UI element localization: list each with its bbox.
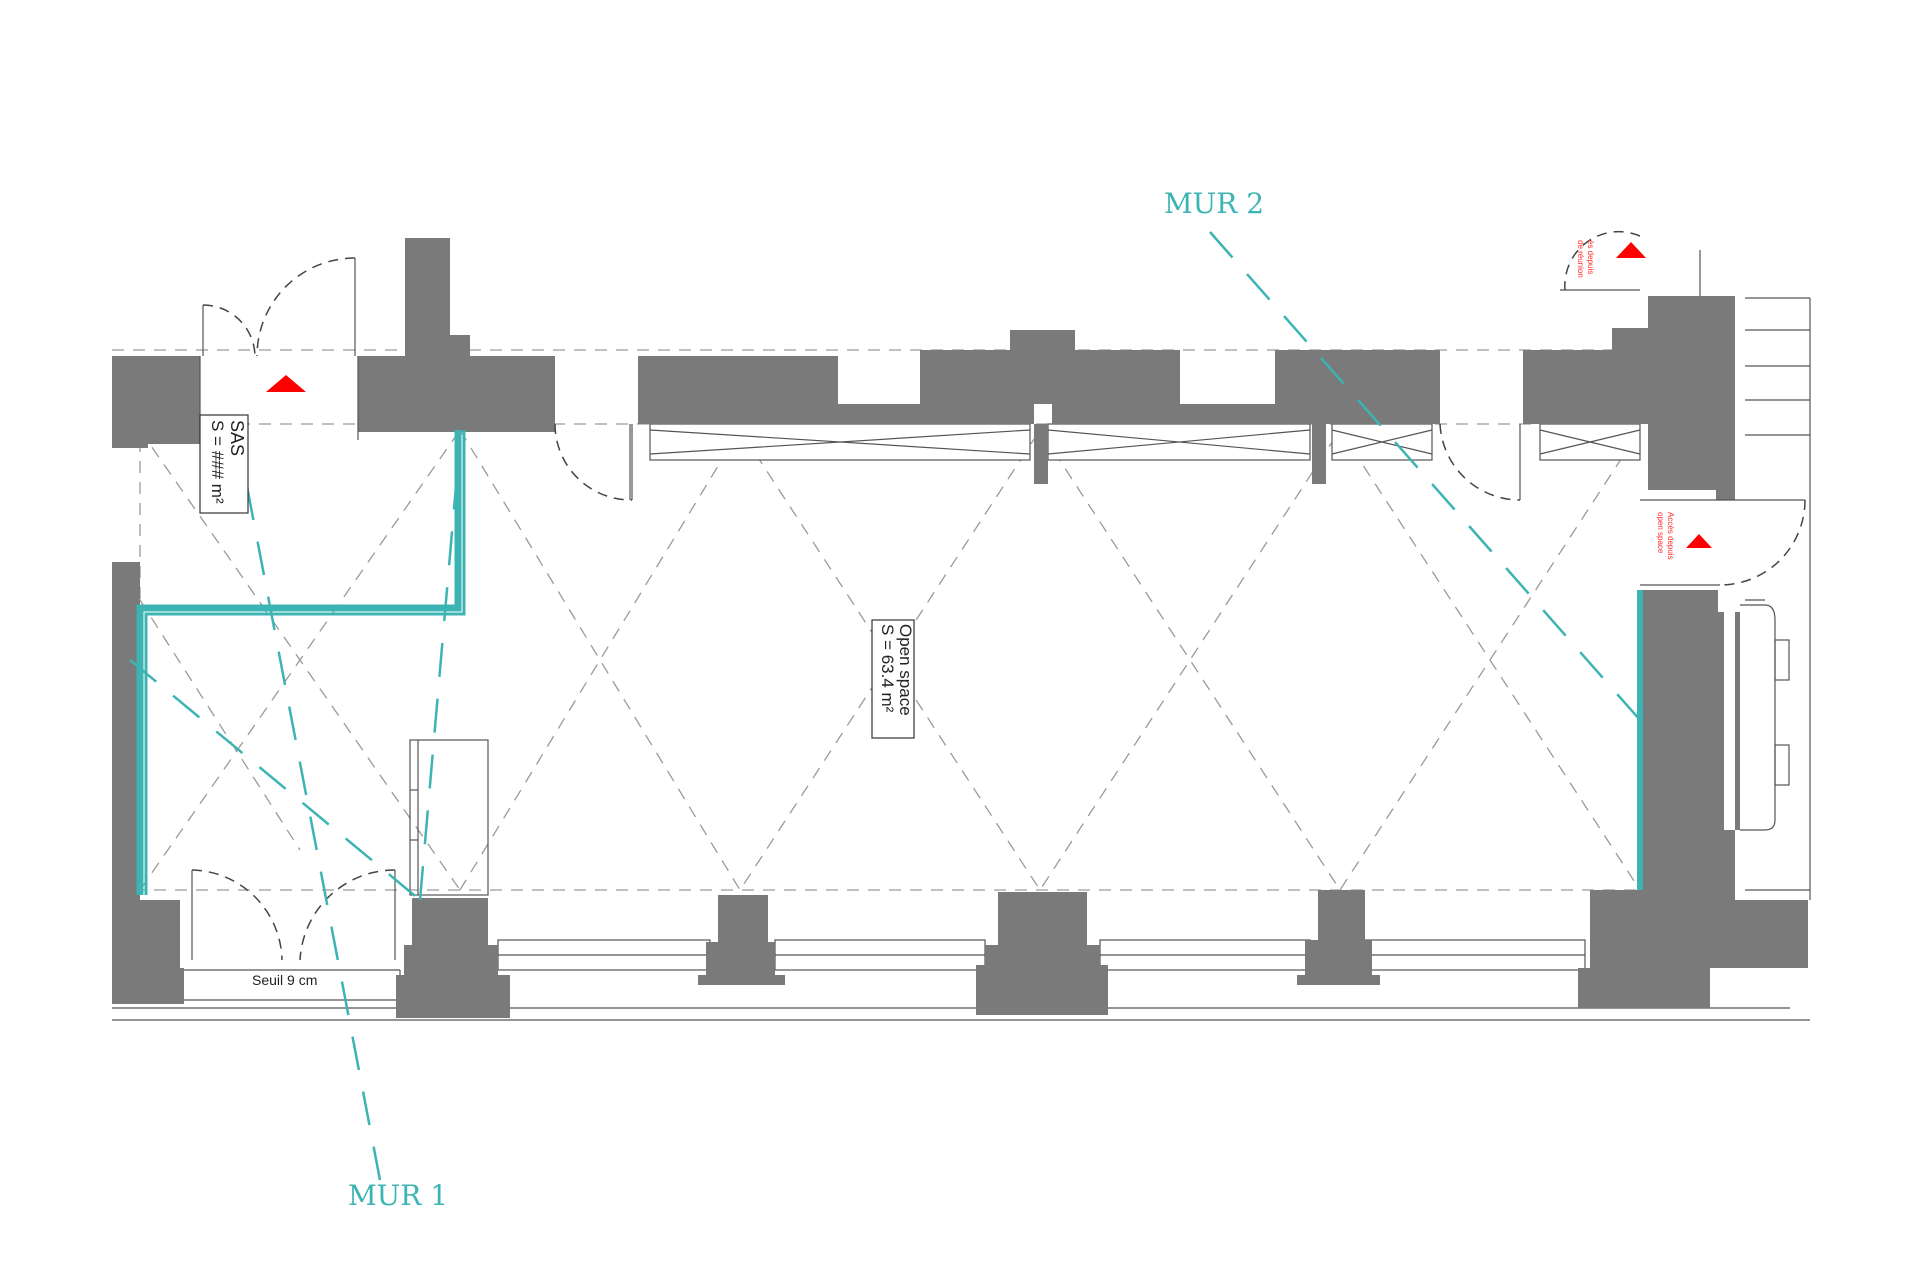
sas-label: SAS S = ### m² [199,414,249,514]
mur-2-leader [1209,231,1641,721]
entrance-arrow-icon [1616,242,1646,258]
open-space-area: S = 63.4 m² [878,624,897,713]
red-note-top-a: ès depuis [1586,240,1595,274]
walls [112,238,1808,1018]
mur-1-outline [136,430,462,895]
highlighted-walls [136,430,1643,895]
open-space-name: Open space [896,624,915,716]
lower-windows [497,939,1586,971]
door-swing-icon [202,304,256,357]
leader-lines [129,231,1641,1181]
red-markers: ès depuis de réunion Accès depuis open s… [266,240,1712,560]
red-note-right-b: open space [1656,512,1665,554]
red-note-top-b: de réunion [1576,240,1585,278]
mur-2-label: MUR 2 [1164,187,1264,220]
doors [191,230,1806,961]
sas-name: SAS [227,420,247,456]
upper-windows [649,423,1641,461]
sas-area: S = ### m² [208,420,227,504]
entrance-arrow-icon [1686,534,1712,548]
entrance-arrow-icon [266,375,306,392]
red-note-right-a: Accès depuis [1666,512,1675,560]
open-space-label: Open space S = 63.4 m² [871,619,915,739]
threshold-label: Seuil 9 cm [252,972,317,988]
mur-1-label: MUR 1 [348,1179,448,1212]
mur-1-leader [238,449,382,1181]
